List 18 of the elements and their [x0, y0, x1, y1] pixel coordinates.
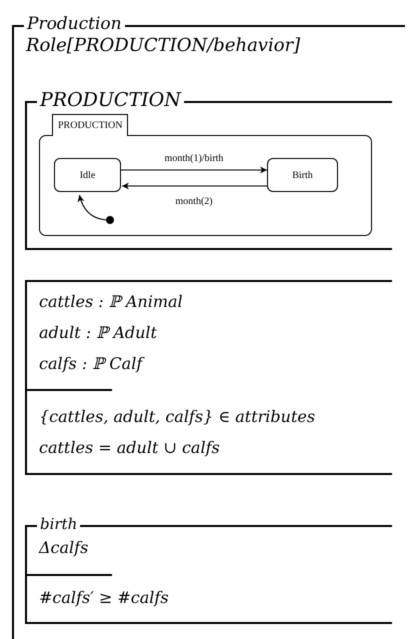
initial-state-dot [106, 216, 114, 224]
edge-label: month(1)/birth [162, 153, 226, 165]
predicate-text: cattles = adult ∪ calfs [39, 437, 220, 459]
state-box: Idle [54, 158, 121, 192]
edge-label: month(2) [173, 196, 215, 208]
predicate-text: cattles : ℙ Animal [39, 291, 183, 313]
transition-arrow [78, 194, 106, 221]
tab-label: PRODUCTION [52, 114, 128, 136]
role-declaration: Role[PRODUCTION/behavior] [26, 34, 300, 58]
predicate-text: adult : ℙ Adult [39, 322, 157, 344]
predicate-text: {cattles, adult, calfs} ∈ attributes [39, 406, 316, 428]
state-box: Birth [267, 158, 338, 192]
transition-arrow [122, 182, 267, 190]
predicate-text: calfs : ℙ Calf [39, 353, 142, 375]
declaration-text: Δcalfs [39, 537, 88, 559]
predicate-text: #calfs′ ≥ #calfs [39, 587, 169, 609]
transition-arrow [121, 166, 267, 174]
schema-frame [25, 280, 392, 475]
